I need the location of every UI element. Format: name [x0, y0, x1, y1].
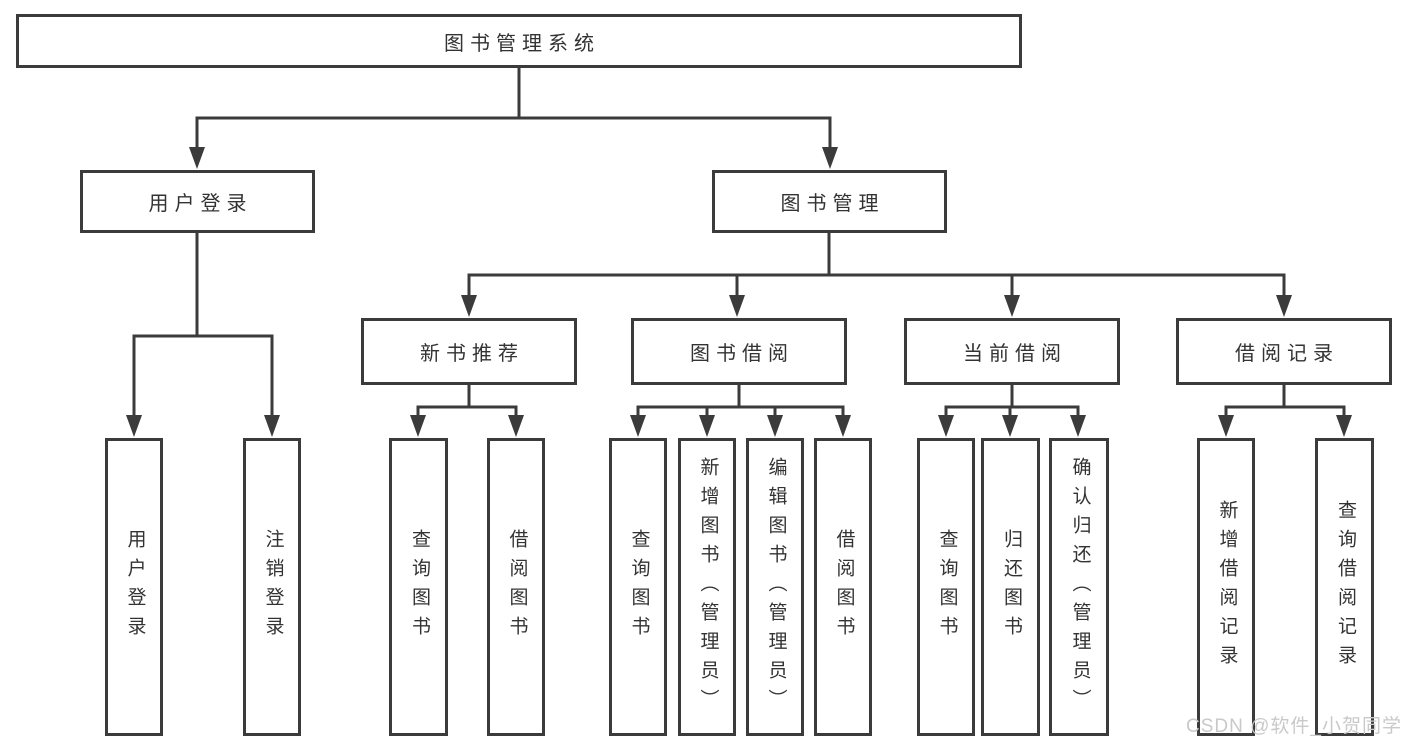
arrow-down-icon [1004, 295, 1020, 317]
node-label: 用户登录 [148, 193, 253, 215]
connector-root-to-level2 [189, 68, 838, 169]
node-label: 新书推荐 [420, 343, 524, 365]
node-label: 确认归还（管理员） [1069, 456, 1091, 718]
node-edit-books-admin: 编辑图书（管理员） [746, 438, 804, 736]
node-search-borrow-record: 查询借阅记录 [1315, 438, 1374, 736]
node-label: 注销登录 [262, 529, 284, 645]
node-label: 用户登录 [124, 529, 146, 645]
node-label: 查询借阅记录 [1334, 500, 1356, 674]
arrow-down-icon [822, 147, 838, 169]
node-label: 查询图书 [628, 529, 650, 645]
arrow-down-icon [630, 415, 646, 437]
connector-borrowing-records-children [1218, 385, 1352, 437]
node-logout: 注销登录 [243, 438, 301, 736]
node-label: 图书管理系统 [444, 32, 600, 55]
node-new-book-recommendation: 新书推荐 [361, 318, 577, 385]
node-label: 图书管理 [780, 193, 885, 215]
node-add-books-admin: 新增图书（管理员） [678, 438, 736, 736]
arrow-down-icon [729, 295, 745, 317]
arrow-down-icon [938, 415, 954, 437]
node-label: 借阅图书 [506, 529, 528, 645]
arrow-down-icon [1070, 415, 1086, 437]
node-user-login: 用户登录 [80, 170, 315, 233]
arrow-down-icon [1218, 415, 1234, 437]
arrow-down-icon [835, 415, 851, 437]
node-label: 归还图书 [1000, 529, 1022, 645]
node-borrow-books-recommend: 借阅图书 [487, 438, 545, 736]
node-label: 新增借阅记录 [1216, 500, 1238, 674]
arrow-down-icon [461, 295, 477, 317]
node-current-borrowing: 当前借阅 [904, 318, 1120, 385]
arrow-down-icon [1336, 415, 1352, 437]
arrow-down-icon [699, 415, 715, 437]
node-search-books-recommend: 查询图书 [389, 438, 448, 736]
node-borrowing-records: 借阅记录 [1176, 318, 1392, 385]
node-label: 借阅记录 [1235, 343, 1339, 365]
node-label: 当前借阅 [963, 343, 1067, 365]
arrow-down-icon [1002, 415, 1018, 437]
arrow-down-icon [767, 415, 783, 437]
arrow-down-icon [264, 415, 280, 437]
node-book-management: 图书管理 [712, 170, 947, 233]
arrow-down-icon [1276, 295, 1292, 317]
node-user-login-leaf: 用户登录 [105, 438, 163, 736]
node-label: 图书借阅 [690, 343, 794, 365]
node-library-management-system: 图书管理系统 [16, 14, 1022, 68]
node-label: 编辑图书（管理员） [765, 456, 787, 718]
arrow-down-icon [189, 147, 205, 169]
connector-user-login-children [126, 233, 280, 437]
node-book-borrowing: 图书借阅 [631, 318, 847, 385]
node-borrow-books: 借阅图书 [814, 438, 872, 736]
arrow-down-icon [126, 415, 142, 437]
node-search-books-current: 查询图书 [917, 438, 975, 736]
connector-book-borrowing-children [630, 385, 851, 437]
connector-new-book-children [410, 385, 524, 437]
node-return-books: 归还图书 [981, 438, 1040, 736]
node-label: 查询图书 [936, 529, 958, 645]
node-add-borrow-record: 新增借阅记录 [1197, 438, 1255, 736]
node-label: 新增图书（管理员） [697, 456, 719, 718]
node-label: 借阅图书 [833, 529, 855, 645]
node-search-books-borrowing: 查询图书 [609, 438, 667, 736]
arrow-down-icon [410, 415, 426, 437]
csdn-watermark: CSDN @软件_小贺同学 [1186, 716, 1402, 737]
connector-book-management-to-level3 [461, 233, 1292, 317]
node-label: 查询图书 [408, 529, 430, 645]
node-confirm-return-admin: 确认归还（管理员） [1049, 438, 1109, 736]
connector-current-borrowing-children [938, 385, 1086, 437]
arrow-down-icon [508, 415, 524, 437]
